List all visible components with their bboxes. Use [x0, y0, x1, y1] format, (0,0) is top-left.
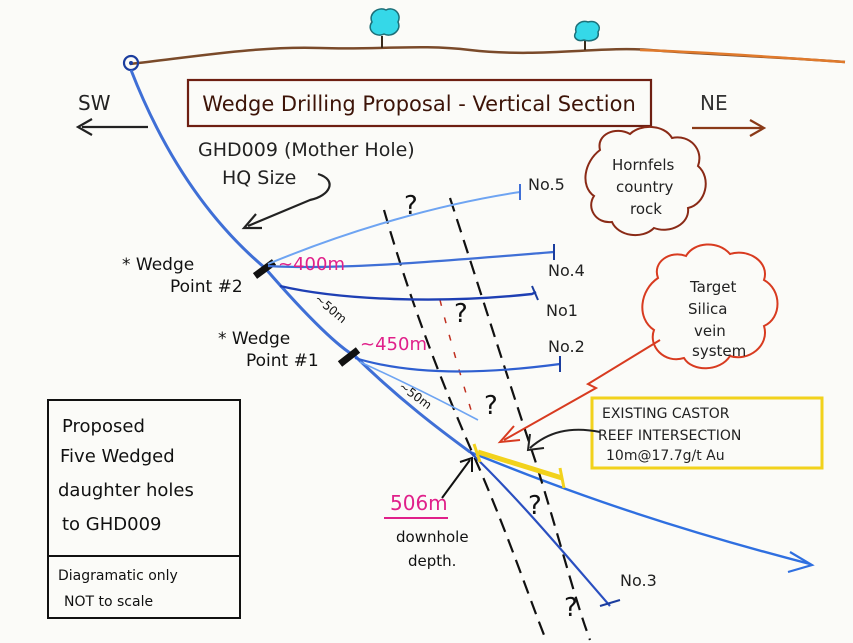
daughter-hole-no2	[354, 356, 561, 373]
wedge-point-2-label-line2: Point #2	[170, 277, 243, 297]
title-box	[186, 78, 653, 128]
downhole-depth-value: 506m	[390, 491, 448, 515]
sw-arrow	[75, 118, 148, 136]
hornfels-note-line2: country	[616, 178, 673, 196]
question-mark-4: ?	[528, 491, 542, 521]
castor-note-line3: 10m@17.7g/t Au	[606, 448, 725, 464]
daughter-hole-no1-end	[531, 285, 539, 301]
daughter-hole-no5	[267, 191, 521, 265]
question-mark-5: ?	[564, 593, 578, 623]
downhole-label-line1: downhole	[396, 528, 469, 546]
daughter-hole-no4	[267, 250, 555, 269]
sw-label: SW	[78, 91, 111, 115]
downhole-pointer-arrow	[441, 459, 471, 499]
wedge-point-1-depth: ~450m	[360, 334, 427, 355]
hornfels-note-line3: rock	[630, 200, 662, 218]
daughter-hole-no1	[279, 284, 537, 301]
ground-surface-right-segment	[639, 48, 846, 64]
fault-line-left-accent	[439, 299, 475, 421]
disclaimer-line2: NOT to scale	[64, 594, 153, 610]
hole-label-no4: No.4	[548, 261, 585, 280]
hole-label-no2: No.2	[548, 337, 585, 356]
hole-size-pointer-arrow	[247, 172, 331, 228]
downhole-pointer-arrowhead	[459, 456, 473, 472]
wedge-point-1-label-line1: * Wedge	[218, 329, 290, 349]
question-mark-3: ?	[484, 391, 498, 421]
wedge-point-2-marker	[252, 259, 277, 279]
mother-hole-continuation	[469, 450, 811, 566]
wedge-point-1-label-line2: Point #1	[246, 351, 319, 371]
tree-right-icon	[573, 20, 600, 50]
proposal-box	[47, 399, 241, 619]
target-cloud	[641, 243, 779, 370]
proposal-note-line2: Five Wedged	[60, 446, 175, 467]
wedge-point-2-label-line1: * Wedge	[122, 255, 194, 275]
reef-intersection-segment	[477, 449, 563, 481]
target-note-line3: vein	[694, 322, 726, 340]
hole-size-pointer-arrowhead	[241, 213, 262, 230]
tree-left-icon	[369, 8, 400, 48]
mother-hole-label: GHD009 (Mother Hole)	[198, 139, 415, 161]
daughter-hole-no3-end	[599, 599, 621, 607]
castor-reef-box	[590, 396, 824, 470]
diagram-title: Wedge Drilling Proposal - Vertical Secti…	[202, 92, 636, 116]
proposal-note-line4: to GHD009	[62, 514, 162, 535]
hole-label-no1: No1	[546, 301, 578, 320]
hole-label-no5: No.5	[528, 175, 565, 194]
hornfels-cloud	[584, 126, 707, 237]
disclaimer-line1: Diagramatic only	[58, 568, 178, 584]
proposal-note-line3: daughter holes	[58, 480, 194, 501]
target-pointer-arrow	[503, 339, 661, 441]
mother-hole-end-arrowhead	[787, 551, 815, 574]
mother-hole-trace	[129, 69, 471, 454]
wedge-point-2-depth: ~400m	[278, 254, 345, 275]
hole-size-label: HQ Size	[222, 167, 296, 189]
fault-line-left	[382, 209, 548, 641]
reef-intersection-end-tick	[558, 467, 566, 489]
target-note-line1: Target	[689, 278, 737, 296]
hole-label-no3: No.3	[620, 571, 657, 590]
wedge-point-1-marker	[337, 347, 361, 367]
castor-note-line1: EXISTING CASTOR	[602, 406, 730, 422]
target-note-line4: system	[692, 342, 746, 360]
hornfels-note-line1: Hornfels	[612, 156, 675, 174]
daughter-hole-branch	[359, 361, 479, 421]
castor-note-line2: REEF INTERSECTION	[598, 428, 741, 444]
castor-pointer-arrowhead	[526, 433, 545, 452]
castor-pointer-arrow	[529, 428, 601, 449]
proposal-note-line1: Proposed	[62, 416, 145, 437]
target-note-line2: Silica	[688, 300, 727, 318]
daughter-hole-no3	[469, 451, 611, 607]
target-pointer-arrowhead	[497, 425, 521, 444]
fault-line-right	[448, 197, 592, 641]
segment-label-lower: ~50m	[396, 379, 434, 412]
downhole-label-line2: depth.	[408, 552, 456, 570]
question-mark-2: ?	[454, 299, 468, 329]
ne-label: NE	[700, 91, 728, 115]
ne-arrow	[692, 119, 767, 137]
reef-intersection-start-tick	[472, 443, 482, 463]
